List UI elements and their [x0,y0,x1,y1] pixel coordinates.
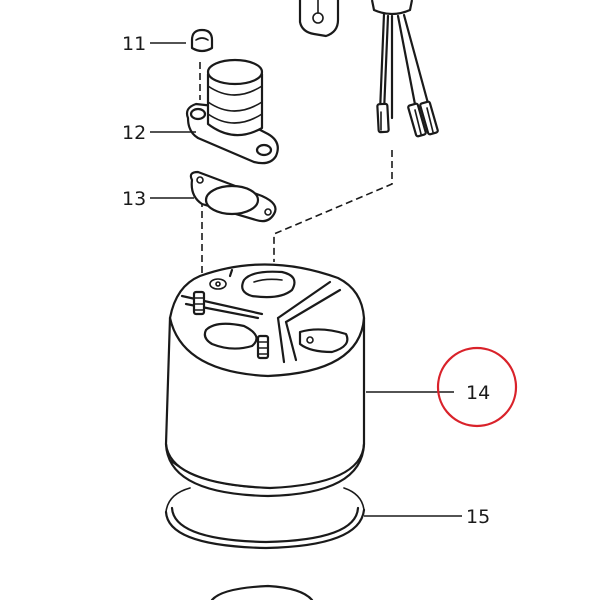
highlight-circle [436,346,518,428]
wiring-harness-part [370,0,439,138]
callout-label-12: 12 [122,122,146,144]
callout-label-15: 15 [466,506,490,528]
cap-nut-part [190,28,214,53]
callout-label-14: 14 [466,382,490,404]
lower-part-edge [210,584,314,600]
gasket-part [189,170,277,223]
o-ring-part [164,487,366,550]
callout-label-11: 11 [122,33,146,55]
main-housing-part [164,263,366,498]
mounting-bracket-part [298,0,340,38]
callout-label-13: 13 [122,188,146,210]
assembly-guide-line [273,150,393,262]
hose-fitting-part [185,58,279,165]
